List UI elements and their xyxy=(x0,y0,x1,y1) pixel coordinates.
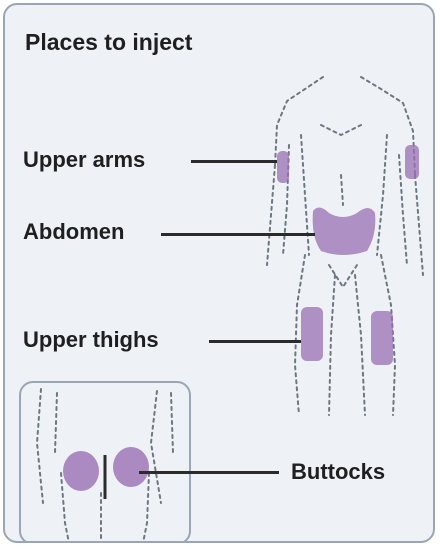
leader-line-abdomen xyxy=(161,233,315,236)
torso-right-outline xyxy=(377,135,387,255)
injection-sites-panel: Places to inject xyxy=(3,3,435,543)
back-left-outline xyxy=(37,389,43,503)
leader-line-buttocks xyxy=(139,471,279,474)
back-left-inner-outline xyxy=(55,393,57,453)
buttock-left-zone xyxy=(63,451,99,491)
label-buttocks: Buttocks xyxy=(291,459,385,485)
navel-outline xyxy=(341,175,343,205)
back-right-outline xyxy=(151,391,161,503)
chest-outline xyxy=(321,125,361,135)
left-leg-inner-outline xyxy=(329,275,335,415)
right-arm-outline xyxy=(415,175,423,275)
right-leg-inner-outline xyxy=(355,275,365,415)
upper-arm-left-zone xyxy=(277,151,289,183)
leader-line-upper-arms xyxy=(191,160,277,163)
groin-outline xyxy=(329,265,357,287)
back-right-leg-outline xyxy=(143,473,149,543)
leader-line-upper-thighs xyxy=(209,340,301,343)
back-right-inner-outline xyxy=(171,393,173,453)
upper-thigh-right-zone xyxy=(371,311,393,365)
abdomen-zone xyxy=(313,207,376,255)
torso-left-outline xyxy=(301,135,309,255)
buttock-right-zone xyxy=(113,447,149,487)
left-arm-outline xyxy=(267,165,275,265)
back-view-inset xyxy=(19,381,191,543)
label-upper-thighs: Upper thighs xyxy=(23,327,159,353)
back-body-figure xyxy=(21,383,189,543)
upper-thigh-left-zone xyxy=(301,307,323,361)
label-abdomen: Abdomen xyxy=(23,219,124,245)
label-upper-arms: Upper arms xyxy=(23,147,145,173)
upper-arm-right-zone xyxy=(405,145,419,179)
